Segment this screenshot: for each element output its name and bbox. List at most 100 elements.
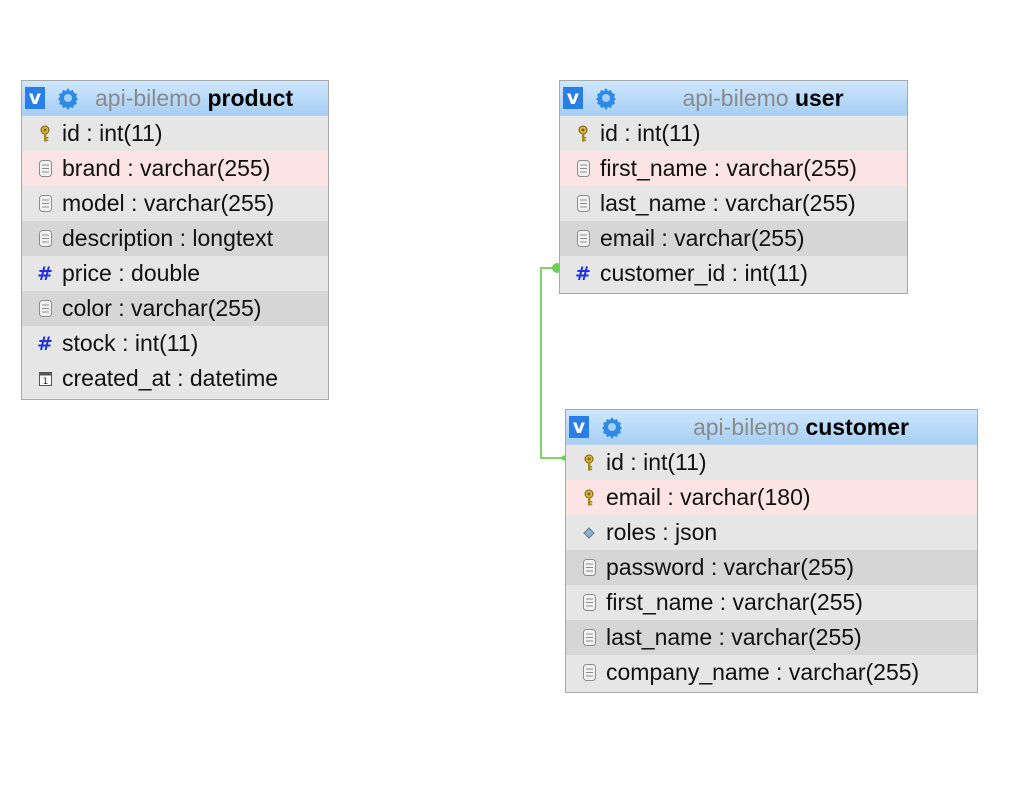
field-icon (37, 300, 53, 318)
table-header[interactable]: v api-bilemo customer (566, 410, 977, 445)
column-type: datetime (189, 365, 279, 391)
column-row[interactable]: id : int(11) (566, 445, 977, 480)
column-row[interactable]: brand : varchar(255) (22, 151, 328, 186)
column-name: model (62, 190, 125, 216)
column-type: double (131, 260, 201, 286)
table-name: product (207, 85, 294, 111)
column-list: id : int(11)brand : varchar(255)model : … (22, 116, 328, 396)
column-separator: : (654, 225, 675, 251)
column-name: password (606, 554, 705, 580)
db-name: api-bilemo (682, 85, 789, 111)
column-separator: : (769, 659, 789, 685)
column-type: longtext (192, 225, 273, 251)
column-separator: : (725, 260, 745, 286)
column-list: id : int(11)first_name : varchar(255)las… (560, 116, 907, 291)
column-row[interactable]: color : varchar(255) (22, 291, 328, 326)
column-row[interactable]: description : longtext (22, 221, 328, 256)
column-name: email (600, 225, 655, 251)
table-title: api-bilemo customer (625, 410, 977, 444)
column-separator: : (623, 449, 644, 475)
column-row[interactable]: # price : double (22, 256, 328, 291)
column-separator: : (170, 365, 190, 391)
table-header[interactable]: v api-bilemo product (22, 81, 328, 116)
column-name: first_name (600, 155, 708, 181)
column-row[interactable]: id : int(11) (22, 116, 328, 151)
column-name: id (62, 120, 80, 146)
column-type: int(11) (744, 260, 808, 286)
db-name: api-bilemo (692, 414, 800, 440)
gear-icon[interactable] (593, 85, 619, 111)
column-separator: : (120, 155, 140, 181)
column-separator: : (712, 624, 732, 650)
column-list: id : int(11)email : varchar(180)roles : … (566, 445, 977, 690)
key-icon (575, 125, 591, 143)
column-row[interactable]: model : varchar(255) (22, 186, 328, 221)
table-user[interactable]: v api-bilemo user id : int(11)first_name… (559, 80, 908, 294)
column-type: varchar(255) (674, 225, 805, 251)
gear-icon[interactable] (55, 85, 81, 111)
field-icon (575, 230, 591, 248)
column-type: int(11) (99, 120, 163, 146)
relation-user-customer (540, 267, 565, 459)
column-type: varchar(255) (723, 554, 854, 580)
column-name: brand (62, 155, 121, 181)
column-name: last_name (606, 624, 713, 650)
field-icon (581, 629, 597, 647)
field-icon (37, 230, 53, 248)
column-row[interactable]: email : varchar(180) (566, 480, 977, 515)
table-customer[interactable]: v api-bilemo customer id : int(11)email … (565, 409, 978, 693)
table-title: api-bilemo product (81, 81, 328, 115)
field-icon (581, 559, 597, 577)
column-type: varchar(255) (140, 155, 271, 181)
collapse-toggle-button[interactable]: v (569, 416, 589, 438)
column-name: company_name (606, 659, 770, 685)
collapse-toggle-button[interactable]: v (25, 87, 45, 109)
column-row[interactable]: # customer_id : int(11) (560, 256, 907, 291)
column-row[interactable]: first_name : varchar(255) (566, 585, 977, 620)
column-row[interactable]: first_name : varchar(255) (560, 151, 907, 186)
column-row[interactable]: company_name : varchar(255) (566, 655, 977, 690)
field-icon (575, 160, 591, 178)
column-separator: : (706, 190, 726, 216)
column-type: varchar(255) (131, 295, 262, 321)
column-separator: : (713, 589, 733, 615)
svg-text:1: 1 (42, 377, 48, 386)
column-row[interactable]: #stock : int(11) (22, 326, 328, 361)
column-row[interactable]: id : int(11) (560, 116, 907, 151)
field-icon (581, 594, 597, 612)
column-row[interactable]: password : varchar(255) (566, 550, 977, 585)
table-product[interactable]: v api-bilemo product id : int(11)brand :… (21, 80, 329, 400)
column-name: id (600, 120, 618, 146)
column-separator: : (617, 120, 638, 146)
key-icon (37, 125, 53, 143)
column-separator: : (173, 225, 193, 251)
table-header[interactable]: v api-bilemo user (560, 81, 907, 116)
column-type: varchar(255) (788, 659, 920, 685)
column-separator: : (704, 554, 724, 580)
column-row[interactable]: email : varchar(255) (560, 221, 907, 256)
gear-icon[interactable] (599, 414, 625, 440)
column-name: customer_id (600, 260, 726, 286)
column-name: last_name (600, 190, 707, 216)
column-row[interactable]: last_name : varchar(255) (560, 186, 907, 221)
column-row[interactable]: roles : json (566, 515, 977, 550)
column-separator: : (655, 519, 676, 545)
column-name: roles (606, 519, 656, 545)
field-icon (575, 195, 591, 213)
collapse-toggle-button[interactable]: v (563, 87, 583, 109)
field-icon (581, 664, 597, 682)
field-icon (37, 160, 53, 178)
column-row[interactable]: last_name : varchar(255) (566, 620, 977, 655)
numeric-icon: # (37, 262, 53, 285)
column-type: json (675, 519, 718, 545)
key-icon (581, 454, 597, 472)
column-type: int(11) (643, 449, 707, 475)
column-separator: : (79, 120, 100, 146)
column-name: price (62, 260, 112, 286)
numeric-icon: # (575, 262, 591, 285)
column-separator: : (111, 260, 132, 286)
column-type: varchar(255) (725, 190, 856, 216)
column-name: id (606, 449, 624, 475)
column-name: description (62, 225, 174, 251)
